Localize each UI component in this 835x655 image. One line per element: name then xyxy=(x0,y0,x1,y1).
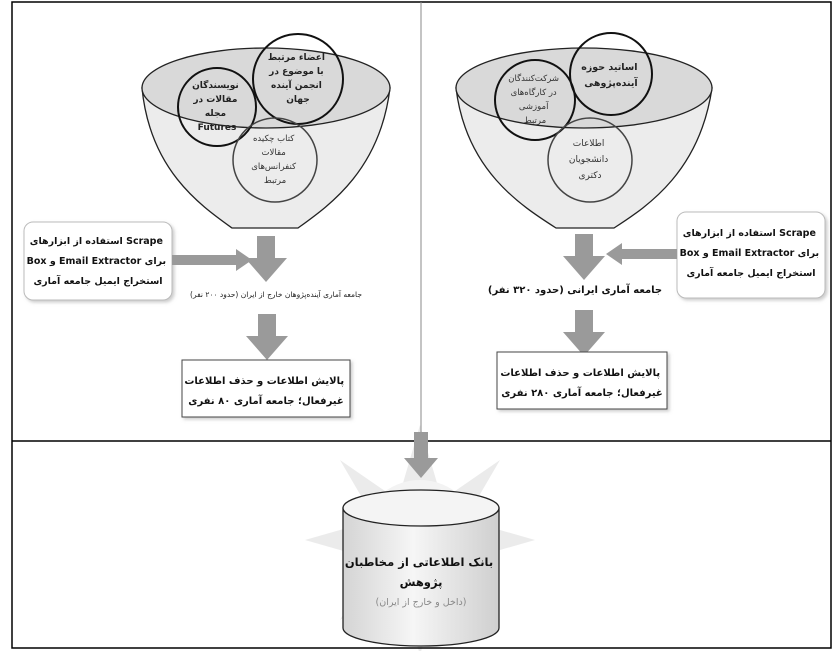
svg-text:نویسندگان مقالات در: نویسندگان مقالات در مجله Futures xyxy=(192,79,242,133)
svg-text:بانک اطلاعاتی از مخاطبان: بانک اطلاعاتی از مخاطبان پژوهش xyxy=(345,555,497,590)
svg-text:پالایش اطلاعات و حذف اطلاعات: پالایش اطلاعات و حذف اطلاعات غیرفعال؛ جا… xyxy=(500,368,663,399)
right-tool-line-1: استفاده از ابزارهای Scrape xyxy=(683,228,816,239)
professors-line-1: اساتید حوزه xyxy=(581,62,637,73)
right-panel: شرکت‌کنندگان در کارگاه‌های آموزشی مرتبط … xyxy=(455,32,826,410)
students-line-2: دانشجویان xyxy=(569,155,608,165)
right-side-arrow xyxy=(606,243,677,265)
left-funnel xyxy=(141,47,391,229)
left-down-arrow-2 xyxy=(246,314,288,360)
database-title-line-1: بانک اطلاعاتی از مخاطبان xyxy=(345,555,493,569)
left-result-line-1: پالایش اطلاعات و حذف اطلاعات xyxy=(184,376,344,387)
left-result-line-2: غیرفعال؛ جامعه آماری ۸۰ نفری xyxy=(188,394,343,407)
svg-text:اعضاء مرتبط با موضوع د: اعضاء مرتبط با موضوع در انجمن آینده جهان xyxy=(268,53,328,105)
left-population-label: جامعه آماری آینده‌پژوهان خارج از ایران (… xyxy=(190,289,362,299)
participants-line-2: در کارگاه‌های xyxy=(511,87,557,98)
students-line-1: اطلاعات xyxy=(573,139,605,149)
right-tool-line-3: استخراج ایمیل جامعه آماری xyxy=(686,266,815,279)
left-panel: نویسندگان مقالات در مجله Futures اعضاء م… xyxy=(23,33,391,418)
database-cylinder: بانک اطلاعاتی از مخاطبان پژوهش (داخل و خ… xyxy=(342,489,500,647)
books-line-2: مقالات xyxy=(262,148,286,158)
left-circle-authors: نویسندگان مقالات در مجله Futures xyxy=(177,67,257,147)
members-line-4: جهان xyxy=(286,95,310,105)
left-tool-box: استفاده از ابزارهای Scrape Box و Email E… xyxy=(23,221,173,301)
svg-text:شرکت‌کنندگان در کارگاه: شرکت‌کنندگان در کارگاه‌های آموزشی مرتبط xyxy=(508,73,561,126)
right-circle-participants: شرکت‌کنندگان در کارگاه‌های آموزشی مرتبط xyxy=(494,59,576,141)
right-down-arrow-1 xyxy=(563,234,605,280)
left-tool-line-1: استفاده از ابزارهای Scrape xyxy=(30,236,163,247)
participants-line-3: آموزشی xyxy=(519,100,549,112)
left-tool-line-2: Box و Email Extractor برای xyxy=(27,256,166,267)
left-side-arrow xyxy=(172,249,252,271)
students-line-3: دکتری xyxy=(578,171,601,181)
right-result-line-1: پالایش اطلاعات و حذف اطلاعات xyxy=(500,368,660,379)
books-line-3: کنفرانس‌های xyxy=(251,162,297,172)
right-circle-students: اطلاعات دانشجویان دکتری xyxy=(547,117,633,203)
svg-text:اساتید حوزه آینده‌پژوه: اساتید حوزه آینده‌پژوهی xyxy=(581,62,641,89)
right-tool-line-2: Box و Email Extractor برای xyxy=(680,248,819,259)
professors-line-2: آینده‌پژوهی xyxy=(584,76,638,89)
authors-line-1: نویسندگان xyxy=(192,79,239,91)
svg-text:استفاده از ابزارهای Scrape: استفاده از ابزارهای Scrape Box و Email E… xyxy=(27,236,170,287)
authors-line-4: Futures xyxy=(198,123,237,133)
left-tool-line-3: استخراج ایمیل جامعه آماری xyxy=(33,274,162,287)
left-circle-books: کتاب چکیده مقالات کنفرانس‌های مرتبط xyxy=(232,117,318,203)
left-down-arrow-1 xyxy=(245,236,287,282)
participants-line-1: شرکت‌کنندگان xyxy=(508,73,559,84)
right-result-line-2: غیرفعال؛ جامعه آماری ۲۸۰ نفری xyxy=(501,386,663,399)
members-line-2: با موضوع در xyxy=(268,67,324,77)
authors-line-2: مقالات در xyxy=(192,95,237,105)
svg-text:اطلاعات دانشجویان: اطلاعات دانشجویان دکتری xyxy=(569,139,611,181)
books-line-4: مرتبط xyxy=(264,176,286,186)
database-subtitle: (داخل و خارج از ایران) xyxy=(376,597,467,608)
books-line-1: کتاب چکیده xyxy=(253,134,295,144)
left-result-box: پالایش اطلاعات و حذف اطلاعات غیرفعال؛ جا… xyxy=(181,359,351,418)
members-line-1: اعضاء مرتبط xyxy=(268,53,325,63)
merge-arrow xyxy=(404,432,438,478)
database-title-line-2: پژوهش xyxy=(400,575,443,590)
members-line-3: انجمن آینده xyxy=(271,79,322,91)
right-circle-professors: اساتید حوزه آینده‌پژوهی xyxy=(569,32,653,116)
participants-line-4: مرتبط xyxy=(524,116,546,126)
right-tool-box: استفاده از ابزارهای Scrape Box و Email E… xyxy=(676,211,826,299)
svg-text:استفاده از ابزارهای Scrape: استفاده از ابزارهای Scrape Box و Email E… xyxy=(680,228,823,279)
right-population-label: جامعه آماری ایرانی (حدود ۳۲۰ نفر) xyxy=(488,283,662,296)
svg-text:پالایش اطلاعات و حذف اطلاعات: پالایش اطلاعات و حذف اطلاعات غیرفعال؛ جا… xyxy=(184,376,347,407)
right-funnel xyxy=(455,47,713,229)
right-down-arrow-2 xyxy=(563,310,605,356)
svg-text:کتاب چکیده مقالات: کتاب چکیده مقالات کنفرانس‌های مرتبط xyxy=(251,134,299,186)
right-result-box: پالایش اطلاعات و حذف اطلاعات غیرفعال؛ جا… xyxy=(496,351,668,410)
authors-line-3: مجله xyxy=(205,109,226,119)
